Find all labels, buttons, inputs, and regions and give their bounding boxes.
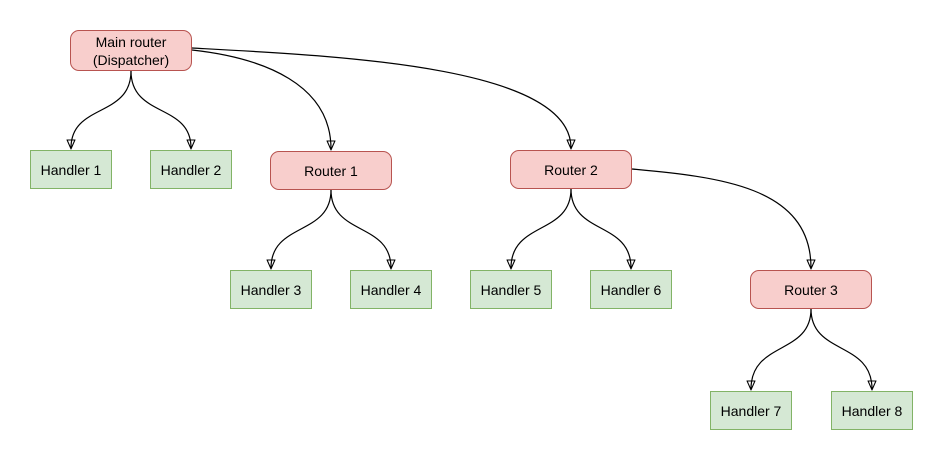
node-handler-3-label: Handler 3 xyxy=(240,281,302,298)
edge-router-1-to-handler-4 xyxy=(330,189,391,268)
node-handler-2-label: Handler 2 xyxy=(160,161,222,178)
edge-main-router-to-handler-1 xyxy=(71,70,132,148)
edge-router-3-to-handler-7 xyxy=(751,308,812,389)
node-router-3-label: Router 3 xyxy=(784,281,838,298)
node-handler-6-label: Handler 6 xyxy=(600,281,662,298)
node-handler-5-label: Handler 5 xyxy=(480,281,542,298)
edge-router-1-to-handler-3 xyxy=(271,189,332,268)
node-handler-1: Handler 1 xyxy=(30,150,112,189)
node-handler-8: Handler 8 xyxy=(831,391,913,430)
node-handler-4: Handler 4 xyxy=(350,270,432,309)
node-router-3: Router 3 xyxy=(750,270,872,309)
edge-main-router-to-router-1 xyxy=(191,49,331,149)
node-router-1-label: Router 1 xyxy=(304,162,358,179)
node-router-2: Router 2 xyxy=(510,150,632,189)
node-handler-4-label: Handler 4 xyxy=(360,281,422,298)
node-router-2-label: Router 2 xyxy=(544,161,598,178)
edge-router-2-to-handler-5 xyxy=(511,188,572,268)
node-handler-5: Handler 5 xyxy=(470,270,552,309)
node-handler-1-label: Handler 1 xyxy=(40,161,102,178)
node-main-router: Main router (Dispatcher) xyxy=(70,30,192,71)
node-handler-8-label: Handler 8 xyxy=(841,402,903,419)
node-router-1: Router 1 xyxy=(270,151,392,190)
node-handler-2: Handler 2 xyxy=(150,150,232,189)
node-handler-7: Handler 7 xyxy=(710,391,792,430)
node-main-router-label: Main router (Dispatcher) xyxy=(92,33,170,68)
edge-router-2-to-handler-6 xyxy=(570,188,631,268)
edge-router-3-to-handler-8 xyxy=(810,308,872,389)
edge-main-router-to-handler-2 xyxy=(130,70,191,148)
edge-router-2-to-router-3 xyxy=(631,168,811,268)
node-handler-3: Handler 3 xyxy=(230,270,312,309)
edge-main-router-to-router-2 xyxy=(191,47,571,148)
node-handler-6: Handler 6 xyxy=(590,270,672,309)
node-handler-7-label: Handler 7 xyxy=(720,402,782,419)
